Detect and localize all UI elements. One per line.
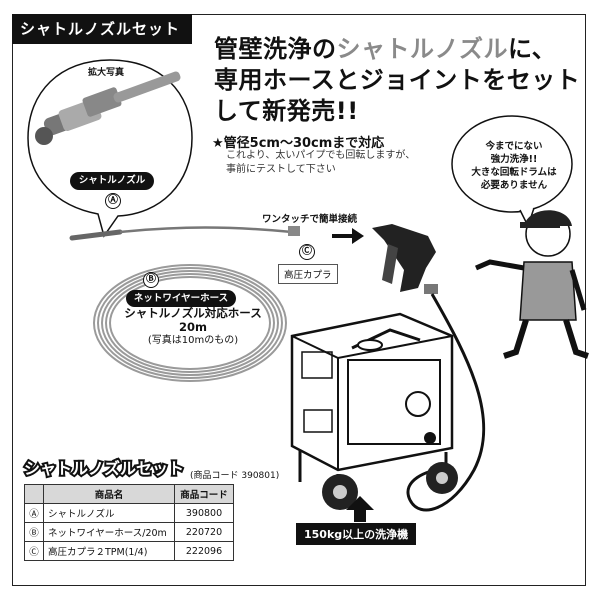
- row-mark: Ⓒ: [24, 541, 44, 561]
- headline-highlight: シャトルノズル: [336, 35, 508, 63]
- note-text: これより、太いパイプでも回転しますが、 事前にテストして下さい: [226, 149, 415, 177]
- row-name: ネットワイヤーホース/20m: [43, 522, 175, 542]
- parts-table: 商品名 商品コード Ⓐ シャトルノズル 390800 Ⓑ ネットワイヤーホース/…: [24, 484, 234, 561]
- hose-coil: [93, 264, 287, 382]
- hose-description: シャトルノズル対応ホース 20m (写真は10mのもの): [100, 306, 286, 348]
- headline-part-1b: に、: [508, 35, 557, 63]
- header-mark: [24, 484, 44, 504]
- header-code: 商品コード: [174, 484, 234, 504]
- hose-desc-3: (写真は10mのもの): [147, 335, 239, 346]
- washer-label: 150kg以上の洗浄機: [296, 523, 417, 545]
- speech-line-2: 強力洗浄!!: [490, 154, 538, 165]
- headline-line-1: 管壁洗浄のシャトルノズルに、: [214, 34, 580, 65]
- speech-text: 今までにない 強力洗浄!! 大きな回転ドラムは 必要ありません: [466, 140, 562, 192]
- note-line-1: これより、太いパイプでも回転しますが、: [226, 150, 416, 161]
- spec-text: ★管径5cm〜30cmまで対応: [212, 136, 385, 151]
- speech-line-4: 必要ありません: [480, 180, 548, 191]
- spray-gun: [372, 224, 438, 294]
- headline-line-3: して新発売!!: [214, 97, 359, 125]
- speech-line-1: 今までにない: [485, 141, 543, 152]
- hose-end-line: [119, 226, 293, 234]
- headline-part-1a: 管壁洗浄の: [214, 35, 337, 63]
- page-frame: [12, 14, 586, 586]
- speech-line-3: 大きな回転ドラムは: [471, 167, 557, 178]
- table-title: シャトルノズルセット: [22, 457, 186, 480]
- row-mark: Ⓑ: [24, 522, 44, 542]
- row-name: 高圧カプラ２TPM(1/4): [43, 541, 175, 561]
- mark-a: Ⓐ: [105, 193, 121, 209]
- gun-hose: [406, 293, 486, 512]
- coupler: [288, 226, 300, 236]
- speech-bubble: [451, 115, 573, 213]
- onetouch-label: ワンタッチで簡単接続: [262, 214, 358, 225]
- pressure-washer: [290, 312, 458, 510]
- row-code: 222096: [174, 541, 234, 561]
- table-row: Ⓒ 高圧カプラ２TPM(1/4) 222096: [24, 541, 234, 561]
- zoom-label: 拡大写真: [88, 68, 125, 78]
- hose-end-nozzle: [69, 229, 123, 241]
- table-row: Ⓐ シャトルノズル 390800: [24, 503, 234, 523]
- hose-desc-1: シャトルノズル対応ホース: [124, 306, 262, 320]
- row-code: 390800: [174, 503, 234, 523]
- header-name: 商品名: [43, 484, 175, 504]
- hose-desc-2: 20m: [179, 320, 207, 334]
- mark-c: Ⓒ: [299, 244, 315, 260]
- note-line-2: 事前にテストして下さい: [226, 164, 336, 175]
- mark-b: Ⓑ: [143, 272, 159, 288]
- hose-label: ネットワイヤーホース: [126, 290, 236, 307]
- table-header-row: 商品名 商品コード: [24, 484, 234, 504]
- headline: 管壁洗浄のシャトルノズルに、 専用ホースとジョイントをセット して新発売!!: [214, 34, 580, 127]
- set-code-note: (商品コード 390801): [190, 471, 280, 481]
- zoom-bubble: [27, 59, 193, 238]
- washer-arrow: [346, 496, 374, 522]
- nozzle-label: シャトルノズル: [70, 172, 154, 190]
- nozzle-photo: [35, 71, 181, 145]
- row-mark: Ⓐ: [24, 503, 44, 523]
- arrow: [332, 228, 364, 244]
- headline-line-2: 専用ホースとジョイントをセット: [214, 66, 581, 94]
- row-name: シャトルノズル: [43, 503, 175, 523]
- worker: [475, 210, 589, 359]
- table-row: Ⓑ ネットワイヤーホース/20m 220720: [24, 522, 234, 542]
- row-code: 220720: [174, 522, 234, 542]
- set-title-tab: シャトルノズルセット: [12, 14, 192, 44]
- coupler-label: 高圧カプラ: [278, 264, 338, 284]
